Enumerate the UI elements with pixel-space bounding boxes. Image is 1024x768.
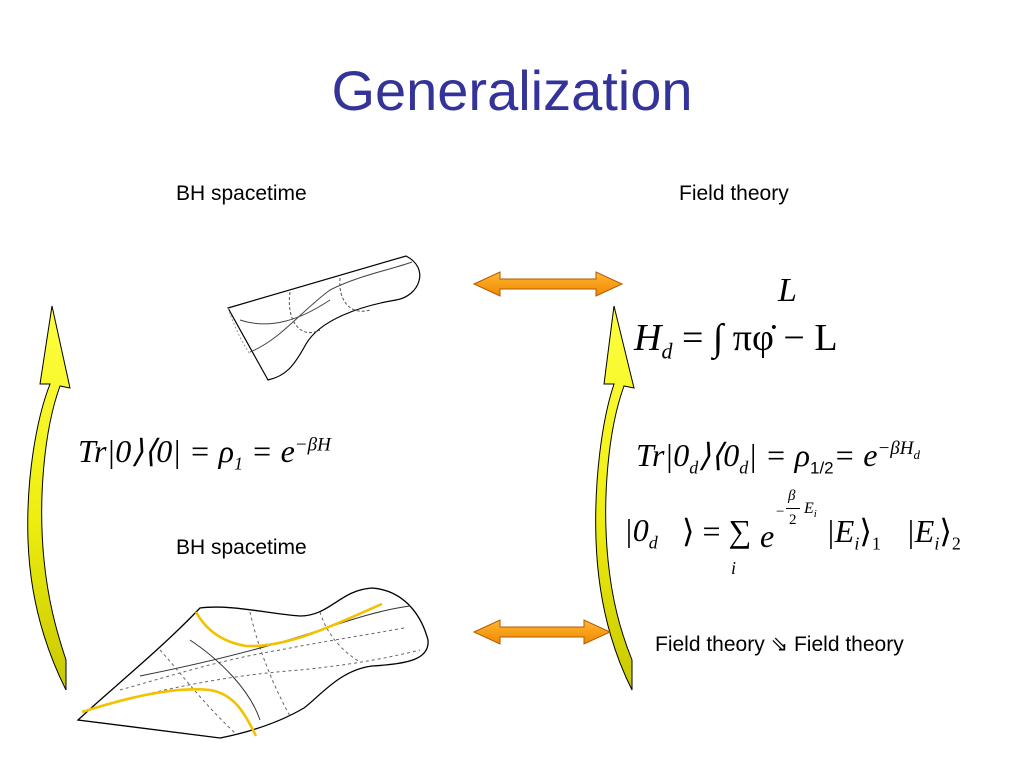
eq-tfd-exp-sign: − <box>776 504 785 520</box>
eq-hamiltonian-upper: L <box>778 272 797 309</box>
eq-tfd-ket2-sub: i <box>934 533 940 554</box>
label-field-theory-pair: Field theory ⇘ Field theory <box>655 633 904 656</box>
eq-tfd-ket1: |E <box>826 513 855 549</box>
eq-tfd-lhs: |0 <box>624 512 649 548</box>
eq-right-trace-mid2: | = ρ <box>748 437 810 473</box>
slide-title: Generalization <box>331 59 693 122</box>
eq-tfd-exp-E: E <box>804 500 814 517</box>
eq-tfd-lhs-group: |0d <box>624 512 658 553</box>
eq-tfd-exp-den: 2 <box>789 512 797 528</box>
eq-right-trace: Tr|0d⟩⟨0d| = ρ1/2= e−βHd <box>636 436 920 478</box>
eq-left-trace-tail: = e <box>243 433 295 469</box>
eq-right-trace-main: Tr|0 <box>636 437 690 473</box>
eq-tfd-lhs-sub: d <box>648 532 658 553</box>
eq-tfd-ket1-outer: 1 <box>871 533 881 554</box>
double-arrow-top-icon <box>472 271 624 297</box>
eq-right-trace-sup-sub: d <box>913 447 920 463</box>
curved-arrow-right-icon <box>595 305 635 691</box>
eq-tfd-ket1-close: ⟩ <box>859 513 872 549</box>
label-bh-spacetime-top: BH spacetime <box>176 182 307 205</box>
eq-tfd-eq-sum: ⟩ = ∑ <box>682 513 752 549</box>
eq-left-trace-sup: −βH <box>294 434 331 456</box>
eq-tfd-exp-num: β <box>788 488 796 504</box>
label-bh-spacetime-bottom: BH spacetime <box>176 536 307 559</box>
eq-hamiltonian: Hd = ∫ πφ̇ − L <box>634 316 838 365</box>
eq-right-trace-sub2: d <box>739 457 749 478</box>
double-arrow-bottom-icon <box>472 619 612 645</box>
eq-tfd-exp-base: e <box>760 518 775 554</box>
eq-left-trace: Tr|0⟩⟨0| = ρ1 = e−βH <box>78 432 331 474</box>
eq-hamiltonian-rhs: = ∫ πφ̇ − L <box>681 317 838 359</box>
eq-right-trace-sup: −βHd <box>877 438 920 463</box>
eq-tfd-ket2: |E <box>906 513 935 549</box>
eq-tfd-ket1-sub: i <box>854 533 860 554</box>
eq-right-trace-sub1: d <box>689 457 699 478</box>
eq-hamiltonian-sub: d <box>661 338 673 364</box>
eq-right-trace-tail: = e <box>833 437 878 473</box>
eq-tfd-ket2-close: ⟩ <box>939 513 952 549</box>
eq-tfd-ket2-group: |Ei⟩2 <box>906 512 961 554</box>
eq-tfd-exp-fraction-bar <box>786 508 800 509</box>
eq-tfd-ket2-outer: 2 <box>951 533 961 554</box>
eq-left-trace-main: Tr|0⟩⟨0| = ρ <box>78 433 234 469</box>
eq-hamiltonian-lhs: H <box>634 317 662 359</box>
curved-arrow-left-icon <box>27 305 71 691</box>
eq-tfd-sum-index: i <box>731 558 737 578</box>
bh-surface-top-icon <box>227 255 421 381</box>
eq-right-trace-sub3: 1/2 <box>810 458 834 478</box>
eq-tfd-exp-E-group: Ei <box>804 500 817 520</box>
bh-surface-bottom-icon <box>76 587 429 739</box>
eq-tfd-exp-E-sub: i <box>813 508 817 521</box>
eq-right-trace-sup-main: −βH <box>877 438 914 460</box>
eq-left-trace-sub: 1 <box>234 453 243 474</box>
eq-tfd-ket1-group: |Ei⟩1 <box>826 512 881 554</box>
label-field-theory-top: Field theory <box>679 182 789 205</box>
eq-right-trace-mid: ⟩⟨0 <box>698 437 740 473</box>
